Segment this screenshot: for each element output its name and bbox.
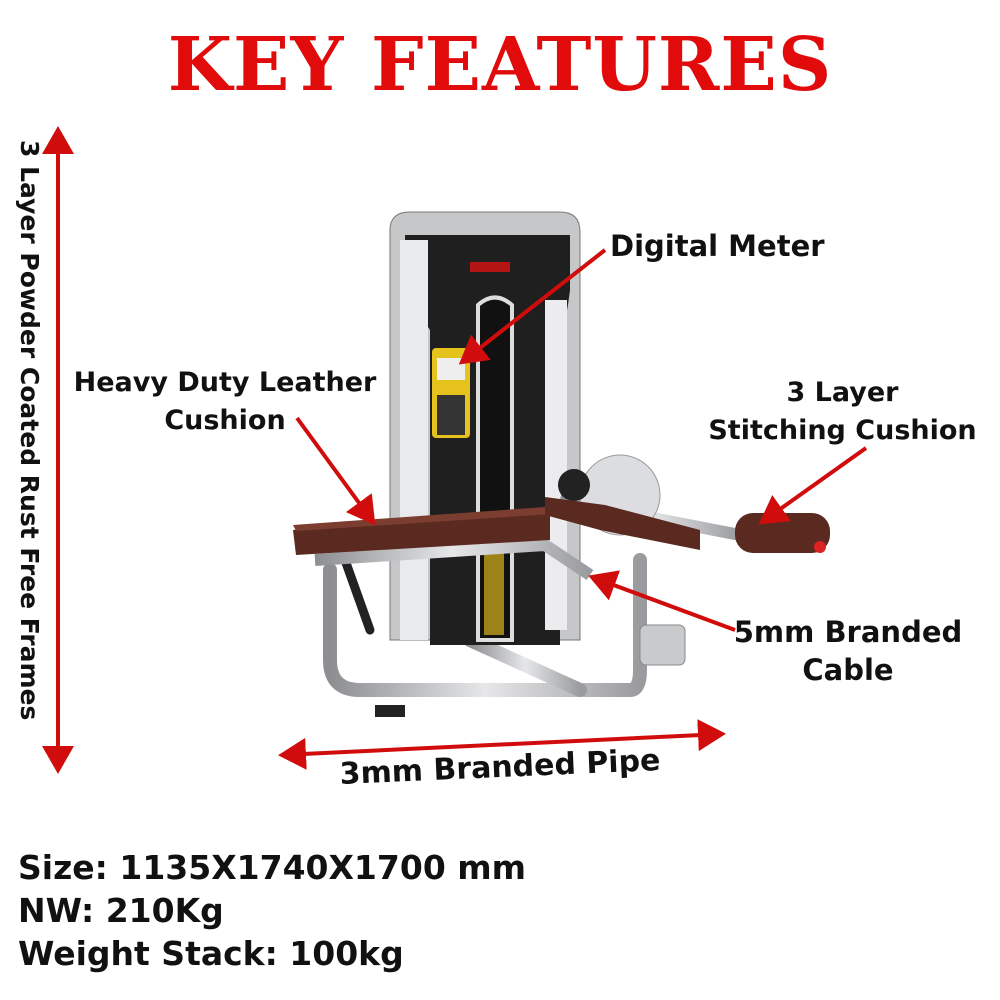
frame-label: 3 Layer Powder Coated Rust Free Frames <box>15 140 44 721</box>
spec-net-weight: NW: 210Kg <box>18 891 224 930</box>
callout-stitching-cushion: 3 Layer Stitching Cushion <box>700 374 985 450</box>
callout-leather-line1: Heavy Duty Leather <box>73 367 377 398</box>
brand-plate <box>470 262 510 272</box>
page-title: KEY FEATURES <box>167 22 833 108</box>
spec-size: Size: 1135X1740X1700 mm <box>18 848 527 887</box>
callout-cable-line2: Cable <box>802 653 894 687</box>
foot <box>375 705 405 717</box>
callout-stitching-line2: Stitching Cushion <box>708 415 977 446</box>
spec-weight-stack: Weight Stack: 100kg <box>18 934 404 973</box>
width-arrow <box>278 719 726 770</box>
handle <box>340 555 375 635</box>
callout-stitching-line1: 3 Layer <box>786 377 899 408</box>
callout-cable: 5mm Branded Cable <box>728 613 968 689</box>
callout-leather-cushion: Heavy Duty Leather Cushion <box>70 364 380 440</box>
callout-digital-meter: Digital Meter <box>610 229 825 263</box>
callout-arrows <box>42 126 868 774</box>
bench-cushion <box>293 512 550 555</box>
callout-cable-line1: 5mm Branded <box>733 615 963 649</box>
weight-tower <box>389 211 581 645</box>
angled-cushion <box>545 497 700 550</box>
base-frame <box>323 538 647 697</box>
callout-leather-line2: Cushion <box>164 405 286 436</box>
